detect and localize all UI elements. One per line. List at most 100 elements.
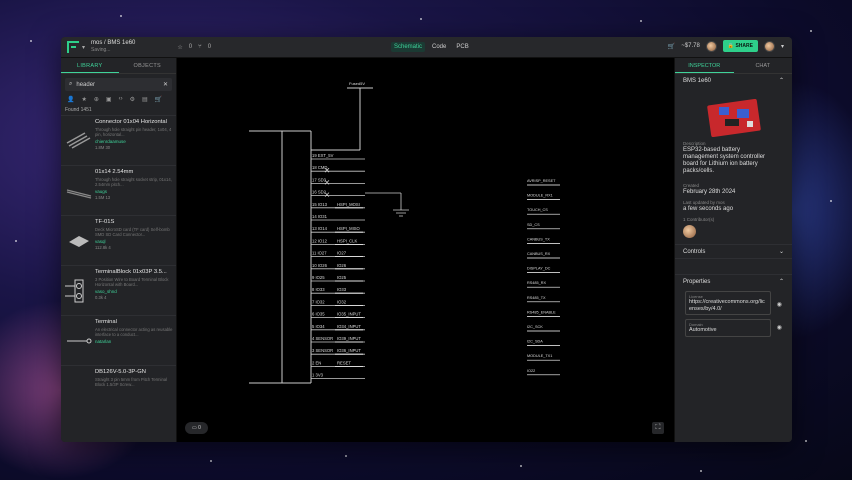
visibility-icon[interactable]: ◉: [776, 325, 782, 331]
app-window: ▾ mos / BMS 1e60 Saving... ☆ 0 ⑂ 0 Schem…: [61, 37, 792, 442]
chip-filter-icon[interactable]: ▣: [105, 97, 112, 103]
chevron-up-icon[interactable]: ⌃: [778, 78, 784, 84]
item-author[interactable]: natarlan: [95, 339, 112, 344]
search-icon: ⌕: [69, 81, 73, 87]
chevron-down-icon[interactable]: ▾: [780, 43, 784, 50]
list-item[interactable]: TF-01S Deck MicroSD card (TF card) Self-b…: [61, 215, 176, 265]
controls-section-header[interactable]: Controls⌄: [675, 244, 792, 259]
clear-icon[interactable]: ✕: [162, 82, 168, 88]
item-desc: Through hole straight pin header, 1x04, …: [95, 127, 172, 137]
item-desc: Deck MicroSD card (TF card) Self-bomb SM…: [95, 227, 170, 237]
list-item[interactable]: TerminalBlock 01x03P 3.5...3 Position Wi…: [61, 265, 176, 315]
tab-code[interactable]: Code: [432, 44, 447, 50]
comment-button[interactable]: ▭ 0: [185, 422, 208, 434]
net-label: TOUCH_CS: [527, 208, 548, 212]
net-label: CANBUS_TX: [527, 237, 550, 241]
result-count: Found 1451: [65, 107, 92, 113]
chevron-down-icon[interactable]: ⌄: [778, 249, 784, 255]
search-input[interactable]: header: [76, 81, 96, 88]
visibility-icon[interactable]: ◉: [776, 302, 782, 308]
cart-filter-icon[interactable]: 🛒: [154, 97, 163, 103]
share-label: SHARE: [735, 43, 753, 49]
tab-objects[interactable]: OBJECTS: [133, 63, 161, 69]
item-title: TF-01S: [95, 219, 115, 225]
chevron-up-icon[interactable]: ⌃: [778, 279, 784, 285]
contributor-avatar[interactable]: [683, 225, 696, 238]
user-avatar[interactable]: [763, 40, 775, 52]
tab-inspector[interactable]: INSPECTOR: [675, 58, 734, 73]
project-path[interactable]: mos / BMS 1e60: [91, 40, 136, 46]
no-connect-mark: [324, 192, 330, 197]
socket-strip-thumbnail: [66, 188, 92, 199]
license-value[interactable]: https://creativecommons.org/licenses/by/…: [689, 299, 765, 312]
item-author[interactable]: vasql: [95, 239, 106, 244]
fullscreen-icon[interactable]: ⛶: [652, 422, 664, 434]
license-field[interactable]: License https://creativecommons.org/lice…: [685, 291, 782, 315]
settings-filter-icon[interactable]: ⚙: [129, 97, 135, 103]
tab-pcb[interactable]: PCB: [456, 44, 469, 50]
description-label: Description: [683, 141, 706, 146]
terminal-block-thumbnail: [65, 279, 84, 302]
net-label: IO32: [337, 299, 347, 304]
no-connect-mark: [324, 167, 330, 173]
code-filter-icon[interactable]: ‹›: [118, 96, 123, 102]
price-estimate[interactable]: ~$7.78: [681, 43, 700, 49]
fork-icon[interactable]: ⑂: [198, 44, 202, 50]
pin-label: 17 SD3: [312, 177, 327, 182]
project-description[interactable]: ESP32-based battery management system co…: [683, 147, 766, 174]
net-label: IO26: [337, 263, 347, 268]
project-section-header[interactable]: BMS 1e60⌃: [675, 74, 792, 89]
domain-field[interactable]: Domain Automotive ◉: [685, 319, 782, 337]
item-author[interactable]: vaugs: [95, 189, 108, 194]
net-label: IO35_INPUT: [337, 312, 361, 317]
flux-logo-icon[interactable]: [67, 41, 79, 53]
net-label: IO36_INPUT: [337, 348, 361, 353]
license-label: License: [689, 294, 703, 299]
comment-icon: ▭: [192, 425, 199, 431]
item-desc: An electrical connector acting as reusab…: [95, 327, 173, 337]
contributors-label: 1 Contributor(s): [683, 217, 715, 222]
share-button[interactable]: 🔒 SHARE: [722, 40, 758, 52]
filter-bar: 👤 ★ ⊕ ▣ ‹› ⚙ ▤ 🛒: [61, 91, 176, 105]
fork-count: 0: [207, 44, 212, 50]
pin-label: 10 IO26: [312, 263, 328, 268]
pin-label: 18 CMD: [312, 165, 327, 170]
board-preview-image: [705, 98, 763, 138]
star-icon[interactable]: ☆: [177, 44, 183, 51]
tab-library[interactable]: LIBRARY: [61, 58, 119, 73]
item-author[interactable]: vaso_shnd: [95, 289, 117, 294]
item-author[interactable]: chienrdaamuse: [95, 139, 126, 144]
globe-filter-icon[interactable]: ⊕: [93, 97, 99, 103]
item-title: Connector 01x04 Horizontal: [95, 119, 167, 125]
pin-label: 3 SENSOR: [312, 348, 333, 353]
net-label: I2C_SCK: [527, 325, 543, 329]
person-filter-icon[interactable]: 👤: [67, 97, 75, 103]
domain-value[interactable]: Automotive: [689, 327, 717, 333]
pin-label: 6 IO35: [312, 312, 325, 317]
updated-time: a few seconds ago: [683, 206, 734, 212]
save-status: Saving...: [91, 47, 111, 53]
properties-title: Properties: [683, 279, 711, 285]
item-desc: Straight 3 pin 5mm from Pitch Terminal B…: [95, 377, 168, 387]
library-search[interactable]: ⌕ header ✕: [65, 78, 172, 91]
cart-icon[interactable]: 🛒: [667, 43, 676, 50]
net-label: RS485_TX: [527, 296, 546, 300]
properties-section-header[interactable]: Properties ⌃: [675, 274, 792, 289]
pin-label: 11 IO27: [312, 251, 327, 256]
star-filter-icon[interactable]: ★: [81, 97, 87, 103]
chevron-down-icon[interactable]: ▾: [82, 44, 86, 51]
box-filter-icon[interactable]: ▤: [141, 97, 148, 103]
collaborator-avatar[interactable]: [705, 40, 717, 52]
created-date: February 28th 2024: [683, 189, 736, 195]
tab-chat[interactable]: CHAT: [755, 63, 771, 69]
pin-label: 13 IO14: [312, 226, 328, 231]
pin-header-thumbnail: [66, 131, 91, 149]
net-label: RS485_RX: [527, 281, 546, 285]
tab-schematic[interactable]: Schematic: [391, 42, 426, 52]
